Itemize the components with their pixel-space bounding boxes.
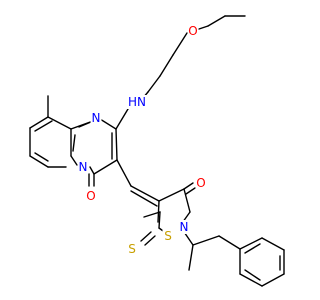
bond-47 (239, 237, 263, 250)
bond-50 (261, 273, 285, 287)
bond-25 (34, 120, 53, 132)
thiazolidinone-nitrogen-label: N (178, 220, 190, 234)
bond-4 (172, 32, 188, 56)
bond-14 (93, 159, 118, 175)
bond-13 (89, 166, 95, 175)
bond-23 (29, 155, 49, 168)
bond-15 (115, 128, 118, 161)
bond-40 (143, 211, 161, 218)
bond-55 (244, 269, 261, 281)
bond-20 (47, 116, 72, 130)
bond-33 (183, 188, 191, 213)
label-background (126, 242, 138, 256)
bond-31 (130, 190, 158, 207)
bond-32 (158, 188, 185, 202)
ring-sulfur-label: S (162, 229, 174, 243)
bond-45 (192, 235, 220, 246)
bond-38 (183, 182, 194, 190)
bond-21 (29, 116, 49, 129)
bond-3 (198, 25, 209, 30)
bond-6 (147, 75, 161, 93)
bond-26 (34, 152, 49, 162)
bond-39 (185, 187, 196, 195)
bond-37 (157, 200, 160, 223)
bond-2 (207, 15, 226, 27)
bridgehead-nitrogen-label: N (77, 160, 89, 174)
bond-layer (29, 15, 285, 287)
ether-oxygen-label: O (187, 24, 199, 38)
label-background (127, 95, 147, 109)
pyrimidinone-oxygen-label: O (85, 189, 97, 203)
atom-symbol: N (79, 160, 88, 174)
bond-51 (239, 273, 263, 287)
thiazolidinone-oxygen-label: O (195, 176, 207, 190)
label-background (178, 220, 190, 234)
atom-symbol: N (180, 220, 189, 234)
bond-42 (144, 235, 156, 246)
bond-46 (218, 235, 241, 250)
atom-symbol: N (92, 111, 101, 125)
atom-symbol: S (128, 242, 136, 256)
atom-symbol: O (196, 176, 205, 190)
label-background (77, 160, 89, 174)
bond-9 (99, 118, 117, 130)
bond-36 (158, 211, 161, 229)
bond-29 (116, 159, 132, 187)
atom-symbol: O (188, 24, 197, 38)
bond-27 (72, 134, 76, 152)
amine-nh-label: HN (127, 95, 147, 109)
label-background (162, 229, 174, 243)
pyrimidine-nitrogen-label: N (90, 111, 102, 125)
bond-5 (159, 54, 174, 77)
label-background (195, 176, 207, 190)
atom-symbol: S (164, 229, 172, 243)
label-background (187, 24, 199, 38)
bond-12 (70, 155, 78, 166)
bond-44 (188, 244, 194, 271)
bond-41 (140, 231, 152, 242)
bond-53 (244, 243, 261, 254)
label-background (85, 189, 97, 203)
atom-symbol: O (86, 189, 95, 203)
bond-30 (130, 185, 160, 202)
thione-sulfur-label: S (126, 242, 138, 256)
label-background (90, 111, 102, 125)
atom-symbol: HN (128, 95, 146, 109)
bond-48 (261, 237, 285, 251)
